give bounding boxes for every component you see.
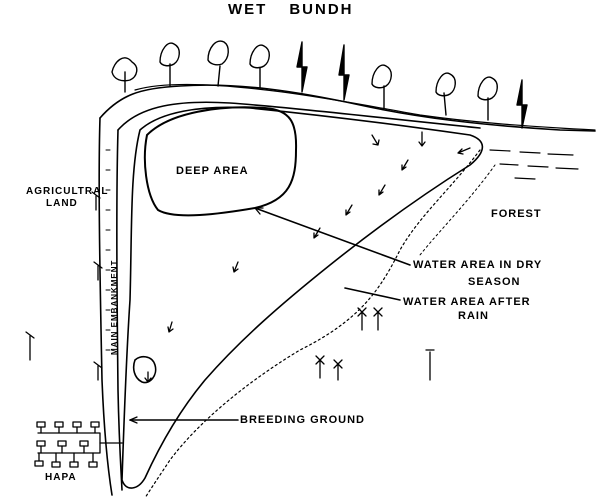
tree-4: [249, 44, 270, 89]
leader-water-rain: [344, 287, 401, 301]
title-word-2: BUNDH: [289, 1, 354, 18]
breeding-ground-outline: [132, 355, 157, 384]
label-water-dry-line2: SEASON: [468, 276, 521, 288]
embankment-inner: [116, 129, 123, 491]
inner-water-edge: [117, 101, 481, 131]
label-breeding-ground: BREEDING GROUND: [240, 414, 366, 426]
tree-5: [296, 41, 308, 93]
trees: [111, 40, 528, 129]
hapa-grid: [34, 421, 123, 468]
tree-2: [159, 42, 180, 87]
tree-10: [516, 79, 528, 129]
forest-edge: [144, 149, 481, 499]
label-deep-area: DEEP AREA: [176, 165, 249, 177]
tree-7: [371, 64, 392, 109]
outer-bank-line: [99, 84, 596, 132]
tree-8: [435, 72, 456, 116]
tree-1: [111, 57, 138, 93]
flow-arrows: [144, 131, 471, 383]
tree-9: [477, 76, 498, 121]
label-forest: FOREST: [491, 208, 542, 220]
water-after-rain-outline: [121, 106, 484, 489]
label-water-dry-line1: WATER AREA IN DRY: [413, 259, 543, 271]
label-agricultural-line1: AGRICULTRAL: [26, 186, 109, 197]
embankment-outer: [98, 117, 113, 496]
label-water-rain-line1: WATER AREA AFTER: [403, 296, 531, 308]
deep-area-outline: [143, 106, 298, 217]
palms: [25, 191, 435, 381]
title-word-1: WET: [228, 1, 268, 18]
leader-water-dry: [254, 207, 411, 266]
label-agricultural-line2: LAND: [46, 198, 78, 209]
label-main-embankment: MAIN EMBANKMENT: [110, 259, 119, 355]
tree-3: [207, 40, 229, 87]
tree-6: [338, 44, 350, 101]
label-water-rain-line2: RAIN: [458, 310, 489, 322]
tree-ground-line: [134, 83, 596, 131]
label-hapa: HAPA: [45, 472, 77, 483]
diagram-title: WET BUNDH: [228, 1, 376, 18]
